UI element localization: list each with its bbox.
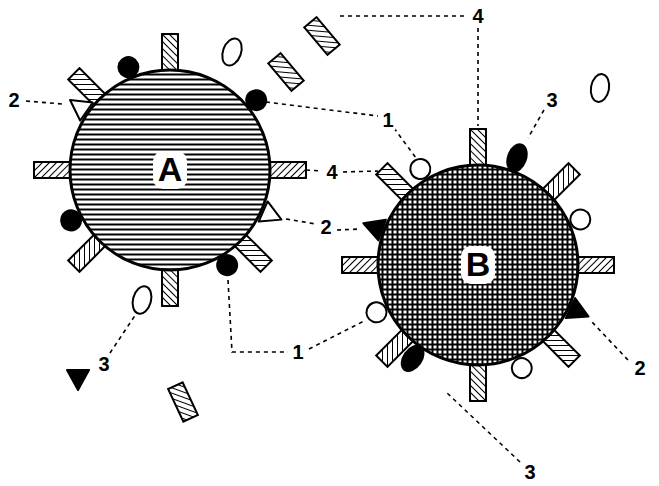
receptor-bar (470, 365, 486, 401)
leader-line (592, 322, 628, 360)
callout-number: 3 (544, 90, 559, 110)
callout-number: 3 (96, 354, 111, 374)
callout-number: 3 (522, 462, 537, 482)
receptor (162, 270, 178, 306)
receptor (270, 162, 306, 178)
free-molecule (130, 284, 155, 316)
free-molecule (304, 17, 339, 55)
receptor-bar (304, 17, 339, 55)
cell-letter: B (461, 246, 496, 283)
leader-line (337, 229, 361, 230)
leader-line (446, 392, 520, 462)
leader-line (26, 101, 62, 104)
leader-line (340, 15, 466, 17)
leader-line (343, 171, 378, 172)
leader-line (394, 128, 416, 158)
callout-number: 4 (470, 6, 485, 26)
leader-line (306, 170, 322, 171)
cell-body (70, 70, 270, 270)
leader-line (477, 28, 479, 126)
receptor (470, 365, 486, 401)
receptor-bar (342, 257, 378, 273)
receptor-bar (270, 162, 306, 178)
cell-circle: B (375, 162, 581, 368)
free-molecule (219, 36, 245, 68)
white-oval (589, 73, 612, 104)
callout-number: 2 (318, 217, 333, 237)
callout-number: 1 (380, 110, 395, 130)
free-molecule (268, 53, 303, 91)
receptor-bar (162, 270, 178, 306)
white-oval (130, 284, 155, 316)
leader-line (528, 110, 544, 138)
leader-line (110, 314, 136, 353)
receptor-bar (470, 129, 486, 165)
receptor (470, 129, 486, 165)
leader-line (286, 219, 316, 224)
receptor (342, 257, 378, 273)
receptor (34, 162, 70, 178)
receptor-bar (34, 162, 70, 178)
callout-number: 1 (290, 342, 305, 362)
white-oval (219, 36, 245, 68)
receptor (162, 34, 178, 70)
receptor-bar (168, 382, 198, 421)
receptor (578, 257, 614, 273)
cell-letter: A (153, 151, 188, 188)
free-molecule (589, 73, 612, 104)
callout-number: 2 (632, 358, 647, 378)
cell-body (378, 165, 578, 365)
leader-line (309, 320, 366, 349)
callout-number: 4 (324, 162, 339, 182)
receptor-bar (268, 53, 303, 91)
black-triangle (67, 370, 89, 390)
receptor-bar (578, 257, 614, 273)
cell-circle: A (67, 67, 273, 273)
leader-line (228, 280, 288, 352)
free-molecule (168, 382, 198, 421)
callout-number: 2 (6, 90, 21, 110)
leader-line (266, 102, 378, 116)
free-molecule (67, 370, 89, 390)
receptor-bar (162, 34, 178, 70)
